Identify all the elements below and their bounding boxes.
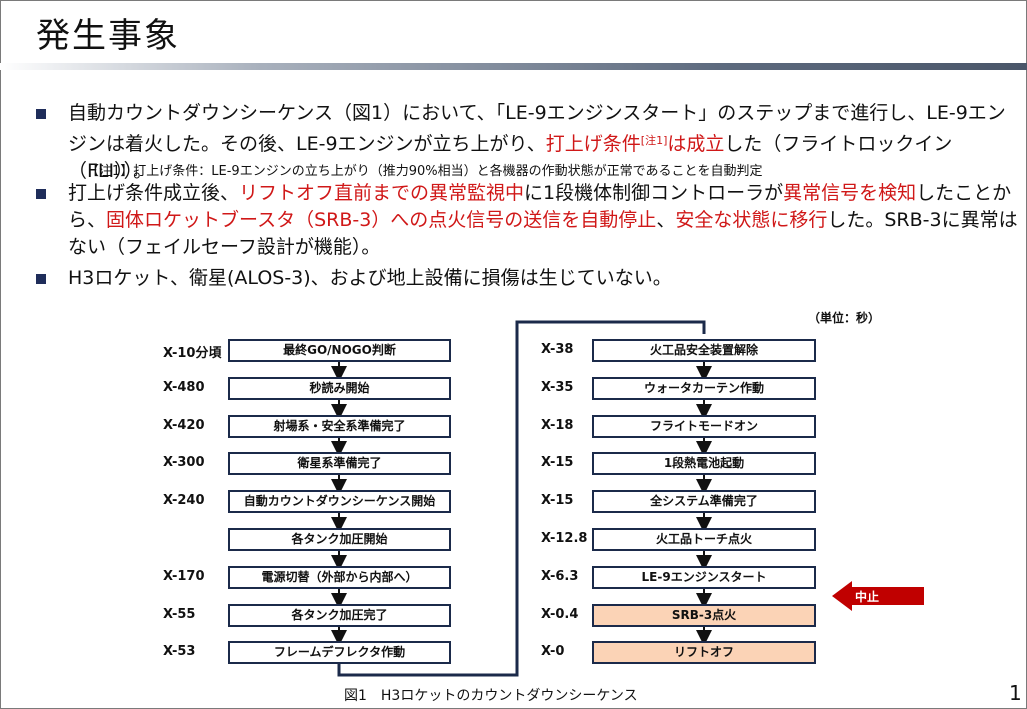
title-divider: [0, 63, 1027, 70]
step-box: 自動カウントダウンシーケンス開始: [228, 490, 451, 513]
step-time: X-15: [541, 493, 574, 508]
bullet-text-part: 、: [656, 209, 676, 231]
bullet-square-icon: [36, 274, 46, 284]
bullet-text-part: した。SRB-3に異常はない（フェイルセーフ設計が機能）。: [68, 209, 1018, 258]
bullet-text-part: に1段機体制御コントローラが: [524, 182, 784, 204]
step-box: 電源切替（外部から内部へ）: [228, 566, 451, 589]
step-box: 火工品トーチ点火: [592, 528, 816, 551]
bullet-text-part: 自動カウントダウンシーケンス（図1）において、「LE-9エンジンスタート」のステ…: [68, 102, 1006, 155]
bullet-square-icon: [36, 189, 46, 199]
flow-connector-line: [337, 320, 706, 677]
step-time: X-10分頃: [163, 346, 222, 361]
stop-arrow-icon: [832, 581, 924, 611]
step-box: フレームデフレクタ作動: [228, 641, 451, 664]
step-box: 各タンク加圧完了: [228, 604, 451, 627]
bullet-text-part: [注1]: [640, 134, 668, 147]
step-box: ウォータカーテン作動: [592, 377, 816, 400]
bullet-text-part: 安全な状態に移行: [675, 209, 828, 231]
bullet-text-part: 打上げ条件成立後、: [68, 182, 240, 204]
step-box: SRB-3点火: [592, 604, 816, 627]
step-box: リフトオフ: [592, 641, 816, 664]
bullet-text-part: した（フライトロックイン（FLI））。: [68, 133, 953, 182]
stop-label: 中止: [855, 590, 880, 604]
step-box: 全システム準備完了: [592, 490, 816, 513]
bullet-text: H3ロケット、衛星(ALOS-3)、および地上設備に損傷は生じていない。: [68, 265, 1023, 292]
step-time: X-6.3: [541, 569, 579, 584]
step-time: X-240: [163, 493, 205, 508]
step-time: X-35: [541, 380, 574, 395]
step-box: 各タンク加圧開始: [228, 528, 451, 551]
step-time: X-480: [163, 380, 205, 395]
bullet-text-part: 固体ロケットブースタ（SRB-3）への点火信号の送信を自動停止: [106, 209, 657, 231]
step-time: X-12.8: [541, 531, 588, 546]
step-time: X-0: [541, 644, 565, 659]
step-time: X-38: [541, 342, 574, 357]
step-box: フライトモードオン: [592, 415, 816, 438]
step-box: 最終GO/NOGO判断: [228, 339, 451, 362]
step-box: 衛星系準備完了: [228, 452, 451, 475]
step-time: X-55: [163, 607, 196, 622]
bullet-text-part: 異常信号を検知: [783, 182, 917, 204]
page-title: 発生事象: [36, 16, 180, 56]
bullet-text: 打上げ条件成立後、リフトオフ直前までの異常監視中に1段機体制御コントローラが異常…: [68, 180, 1023, 261]
bullet-text-part: は成立: [667, 133, 725, 155]
bullet-text-part: H3ロケット、衛星(ALOS-3)、および地上設備に損傷は生じていない。: [68, 267, 672, 289]
step-time: X-18: [541, 418, 574, 433]
step-box: 射場系・安全系準備完了: [228, 415, 451, 438]
bullet-square-icon: [36, 109, 46, 119]
step-time: X-0.4: [541, 607, 579, 622]
step-time: X-300: [163, 455, 205, 470]
step-time: X-15: [541, 455, 574, 470]
bullet-text-part: リフトオフ直前までの異常監視中: [239, 182, 525, 204]
step-box: 秒読み開始: [228, 377, 451, 400]
footnote: 【注1】打上げ条件：LE-9エンジンの立ち上がり（推力90%相当）と各機器の作動…: [86, 164, 763, 179]
unit-label: （単位：秒）: [808, 311, 881, 325]
bullet-text: 自動カウントダウンシーケンス（図1）において、「LE-9エンジンスタート」のステ…: [68, 100, 1023, 185]
page-number: 1: [1009, 681, 1022, 705]
step-time: X-53: [163, 644, 196, 659]
bullet-text-part: 打上げ条件: [545, 133, 641, 155]
step-box: 火工品安全装置解除: [592, 339, 816, 362]
step-box: LE-9エンジンスタート: [592, 566, 816, 589]
step-time: X-170: [163, 569, 205, 584]
step-time: X-420: [163, 418, 205, 433]
step-box: 1段熱電池起動: [592, 452, 816, 475]
bullet-text-part: したことから、: [68, 182, 1012, 231]
figure-caption: 図1 H3ロケットのカウントダウンシーケンス: [344, 688, 638, 704]
